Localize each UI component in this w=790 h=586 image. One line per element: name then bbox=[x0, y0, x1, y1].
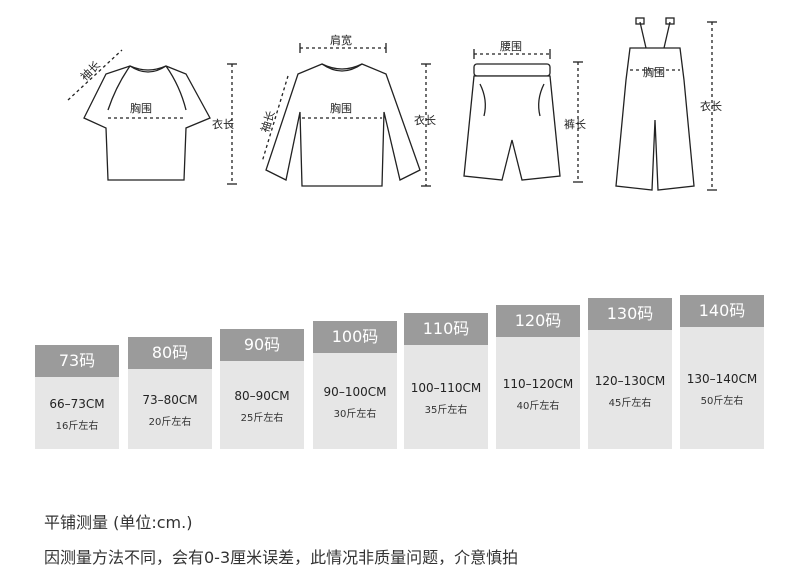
shorts-diagram bbox=[463, 49, 583, 183]
size-label: 120码 bbox=[496, 305, 580, 337]
size-card: 120码 110–120CM 40斤左右 bbox=[496, 305, 580, 449]
weight-range: 40斤左右 bbox=[516, 401, 560, 412]
size-card: 73码 66–73CM 16斤左右 bbox=[35, 345, 119, 449]
label-body-length-tshirt: 衣长 bbox=[212, 117, 234, 131]
height-range: 80–90CM bbox=[234, 389, 290, 403]
size-card: 80码 73–80CM 20斤左右 bbox=[128, 337, 212, 449]
label-body-length-overall: 衣长 bbox=[700, 99, 722, 113]
long-sleeve-diagram bbox=[261, 43, 431, 187]
label-sleeve: 袖长 bbox=[77, 58, 102, 83]
measurement-diagrams: 袖长 胸围 衣长 肩宽 袖长 胸围 衣长 腰围 裤长 胸围 衣长 bbox=[0, 0, 790, 200]
height-range: 90–100CM bbox=[323, 385, 387, 399]
height-range: 73–80CM bbox=[142, 393, 198, 407]
label-body-length-long: 衣长 bbox=[414, 113, 436, 127]
height-range: 120–130CM bbox=[594, 373, 666, 388]
weight-range: 50斤左右 bbox=[700, 396, 744, 407]
size-label: 140码 bbox=[680, 295, 764, 327]
weight-range: 20斤左右 bbox=[148, 417, 192, 428]
size-label: 90码 bbox=[220, 329, 304, 361]
height-range: 130–140CM bbox=[686, 372, 758, 386]
measurement-note: 平铺测量 (单位:cm.) bbox=[44, 513, 193, 532]
error-disclaimer: 因测量方法不同，会有0-3厘米误差，此情况非质量问题，介意慎拍 bbox=[44, 548, 519, 567]
weight-range: 25斤左右 bbox=[240, 413, 284, 424]
height-range: 66–73CM bbox=[49, 397, 105, 411]
size-card: 90码 80–90CM 25斤左右 bbox=[220, 329, 304, 449]
size-label: 73码 bbox=[35, 345, 119, 377]
size-card: 130码 120–130CM 45斤左右 bbox=[588, 298, 672, 449]
label-sleeve-long: 袖长 bbox=[258, 109, 278, 134]
size-card: 140码 130–140CM 50斤左右 bbox=[680, 295, 764, 449]
label-chest-long: 胸围 bbox=[330, 101, 352, 115]
weight-range: 35斤左右 bbox=[424, 405, 468, 416]
size-card: 110码 100–110CM 35斤左右 bbox=[404, 313, 488, 449]
weight-range: 45斤左右 bbox=[608, 397, 652, 409]
size-label: 110码 bbox=[404, 313, 488, 345]
label-pants-length: 裤长 bbox=[564, 117, 586, 131]
size-label: 100码 bbox=[313, 321, 397, 353]
label-chest-tshirt: 胸围 bbox=[130, 101, 152, 115]
label-waist: 腰围 bbox=[500, 40, 522, 53]
size-label: 80码 bbox=[128, 337, 212, 369]
height-range: 100–110CM bbox=[410, 381, 482, 395]
weight-range: 30斤左右 bbox=[333, 409, 377, 420]
label-shoulder: 肩宽 bbox=[330, 33, 352, 47]
weight-range: 16斤左右 bbox=[55, 421, 99, 432]
label-chest-overall: 胸围 bbox=[643, 65, 665, 79]
tshirt-diagram bbox=[67, 49, 237, 185]
size-card: 100码 90–100CM 30斤左右 bbox=[313, 321, 397, 449]
overall-diagram bbox=[615, 17, 717, 191]
height-range: 110–120CM bbox=[502, 377, 574, 391]
size-label: 130码 bbox=[588, 298, 672, 330]
